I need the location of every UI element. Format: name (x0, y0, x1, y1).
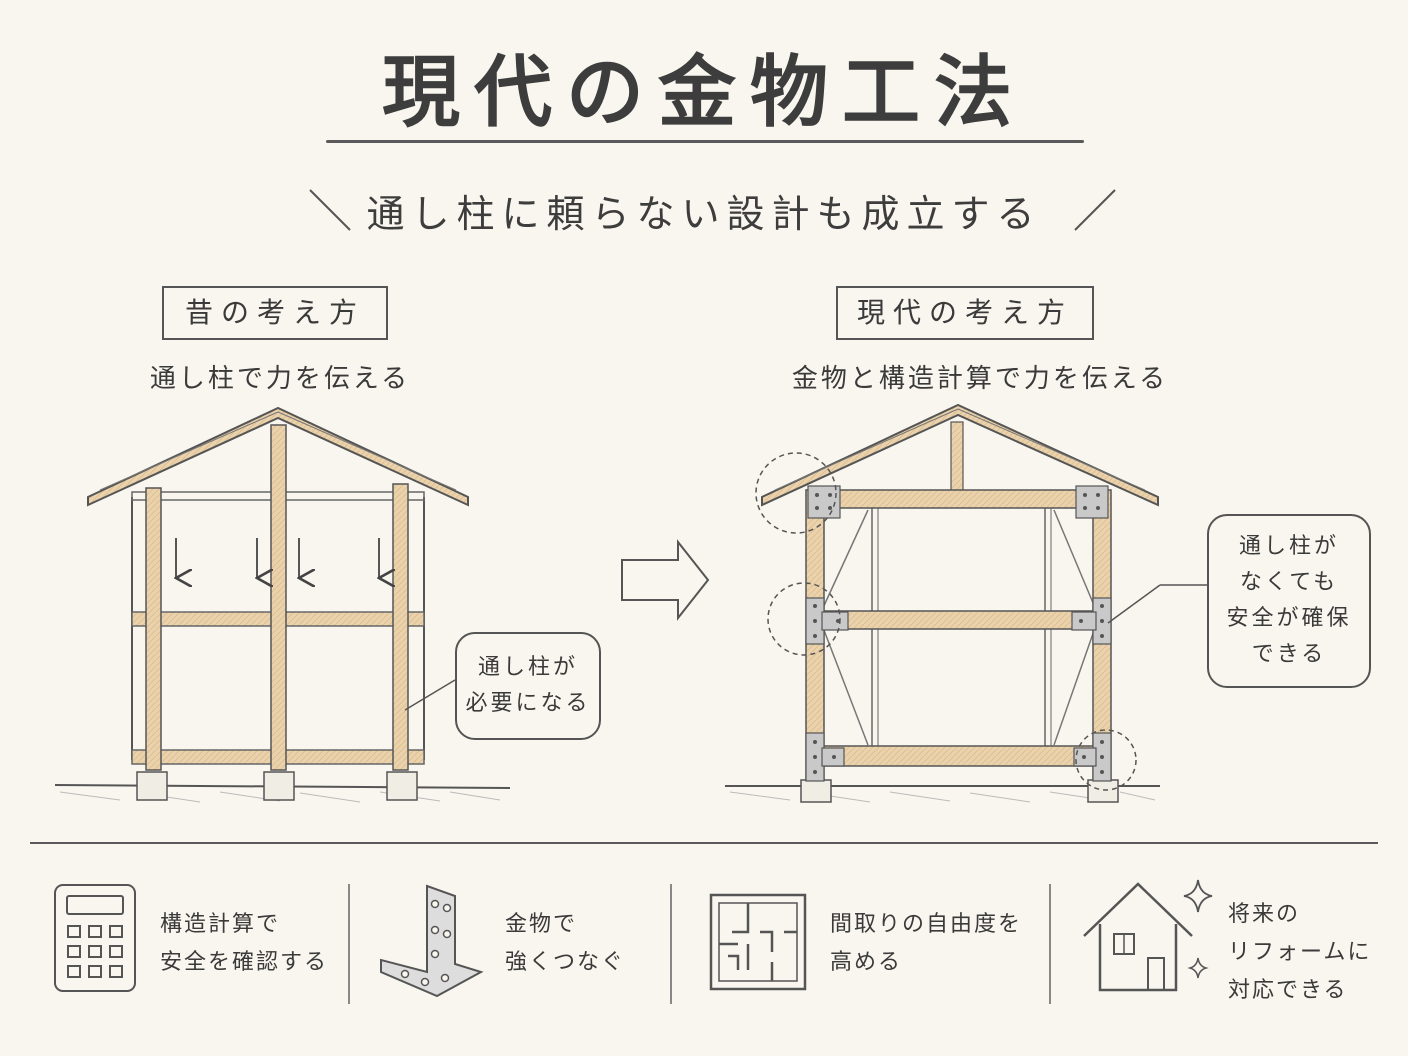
callout-line: 安全が確保 (1226, 606, 1352, 631)
frame-diagrams (54, 403, 1208, 803)
feature-line: 高める (830, 950, 903, 975)
old-approach-callout: 通し柱が 必要になる (455, 632, 601, 740)
feature-layout-freedom: 間取りの自由度を 高める (830, 906, 1045, 982)
subtitle-slash-right (1074, 189, 1116, 231)
feature-separator (1049, 884, 1051, 1004)
feature-line: 構造計算で (160, 912, 281, 937)
feature-separator (348, 884, 350, 1004)
old-approach-label: 昔の考え方 (162, 286, 388, 340)
feature-line: 将来の (1228, 902, 1301, 927)
modern-approach-caption: 金物と構造計算で力を伝える (791, 364, 1169, 394)
feature-future-renovation: 将来の リフォームに 対応できる (1228, 896, 1388, 1010)
house-sparkle-icon (1083, 879, 1213, 992)
subtitle-slash-left (309, 189, 351, 231)
modern-approach-callout: 通し柱が なくても 安全が確保 できる (1207, 514, 1371, 688)
callout-line: 必要になる (465, 691, 591, 716)
feature-separator (670, 884, 672, 1004)
metal-connectors (805, 485, 1112, 782)
subtitle: 通し柱に頼らない設計も成立する (366, 192, 1042, 236)
modern-approach-label: 現代の考え方 (836, 286, 1094, 340)
transition-arrow (621, 539, 710, 621)
feature-line: 金物で (505, 912, 578, 937)
callout-line: なくても (1239, 570, 1339, 595)
feature-line: 安全を確認する (160, 950, 329, 975)
feature-line: リフォームに (1228, 940, 1372, 965)
modern-house-frame (725, 403, 1208, 803)
feature-line: 間取りの自由度を (830, 912, 1023, 937)
traditional-house-frame (54, 406, 511, 803)
floor-plan-icon (709, 893, 807, 991)
callout-line: 通し柱が (1238, 534, 1339, 559)
calculator-icon (54, 884, 136, 992)
feature-calculation: 構造計算で 安全を確認する (160, 906, 345, 982)
title-underline (326, 140, 1084, 143)
feature-line: 強くつなぐ (505, 950, 626, 975)
section-divider (30, 842, 1378, 844)
page-title: 現代の金物工法 (381, 48, 1026, 138)
metal-bracket-icon (380, 884, 484, 998)
feature-line: 対応できる (1228, 978, 1348, 1003)
callout-line: 通し柱が (477, 655, 578, 680)
callout-line: できる (1251, 642, 1327, 667)
feature-connection: 金物で 強くつなぐ (505, 906, 665, 982)
old-approach-caption: 通し柱で力を伝える (149, 364, 411, 394)
